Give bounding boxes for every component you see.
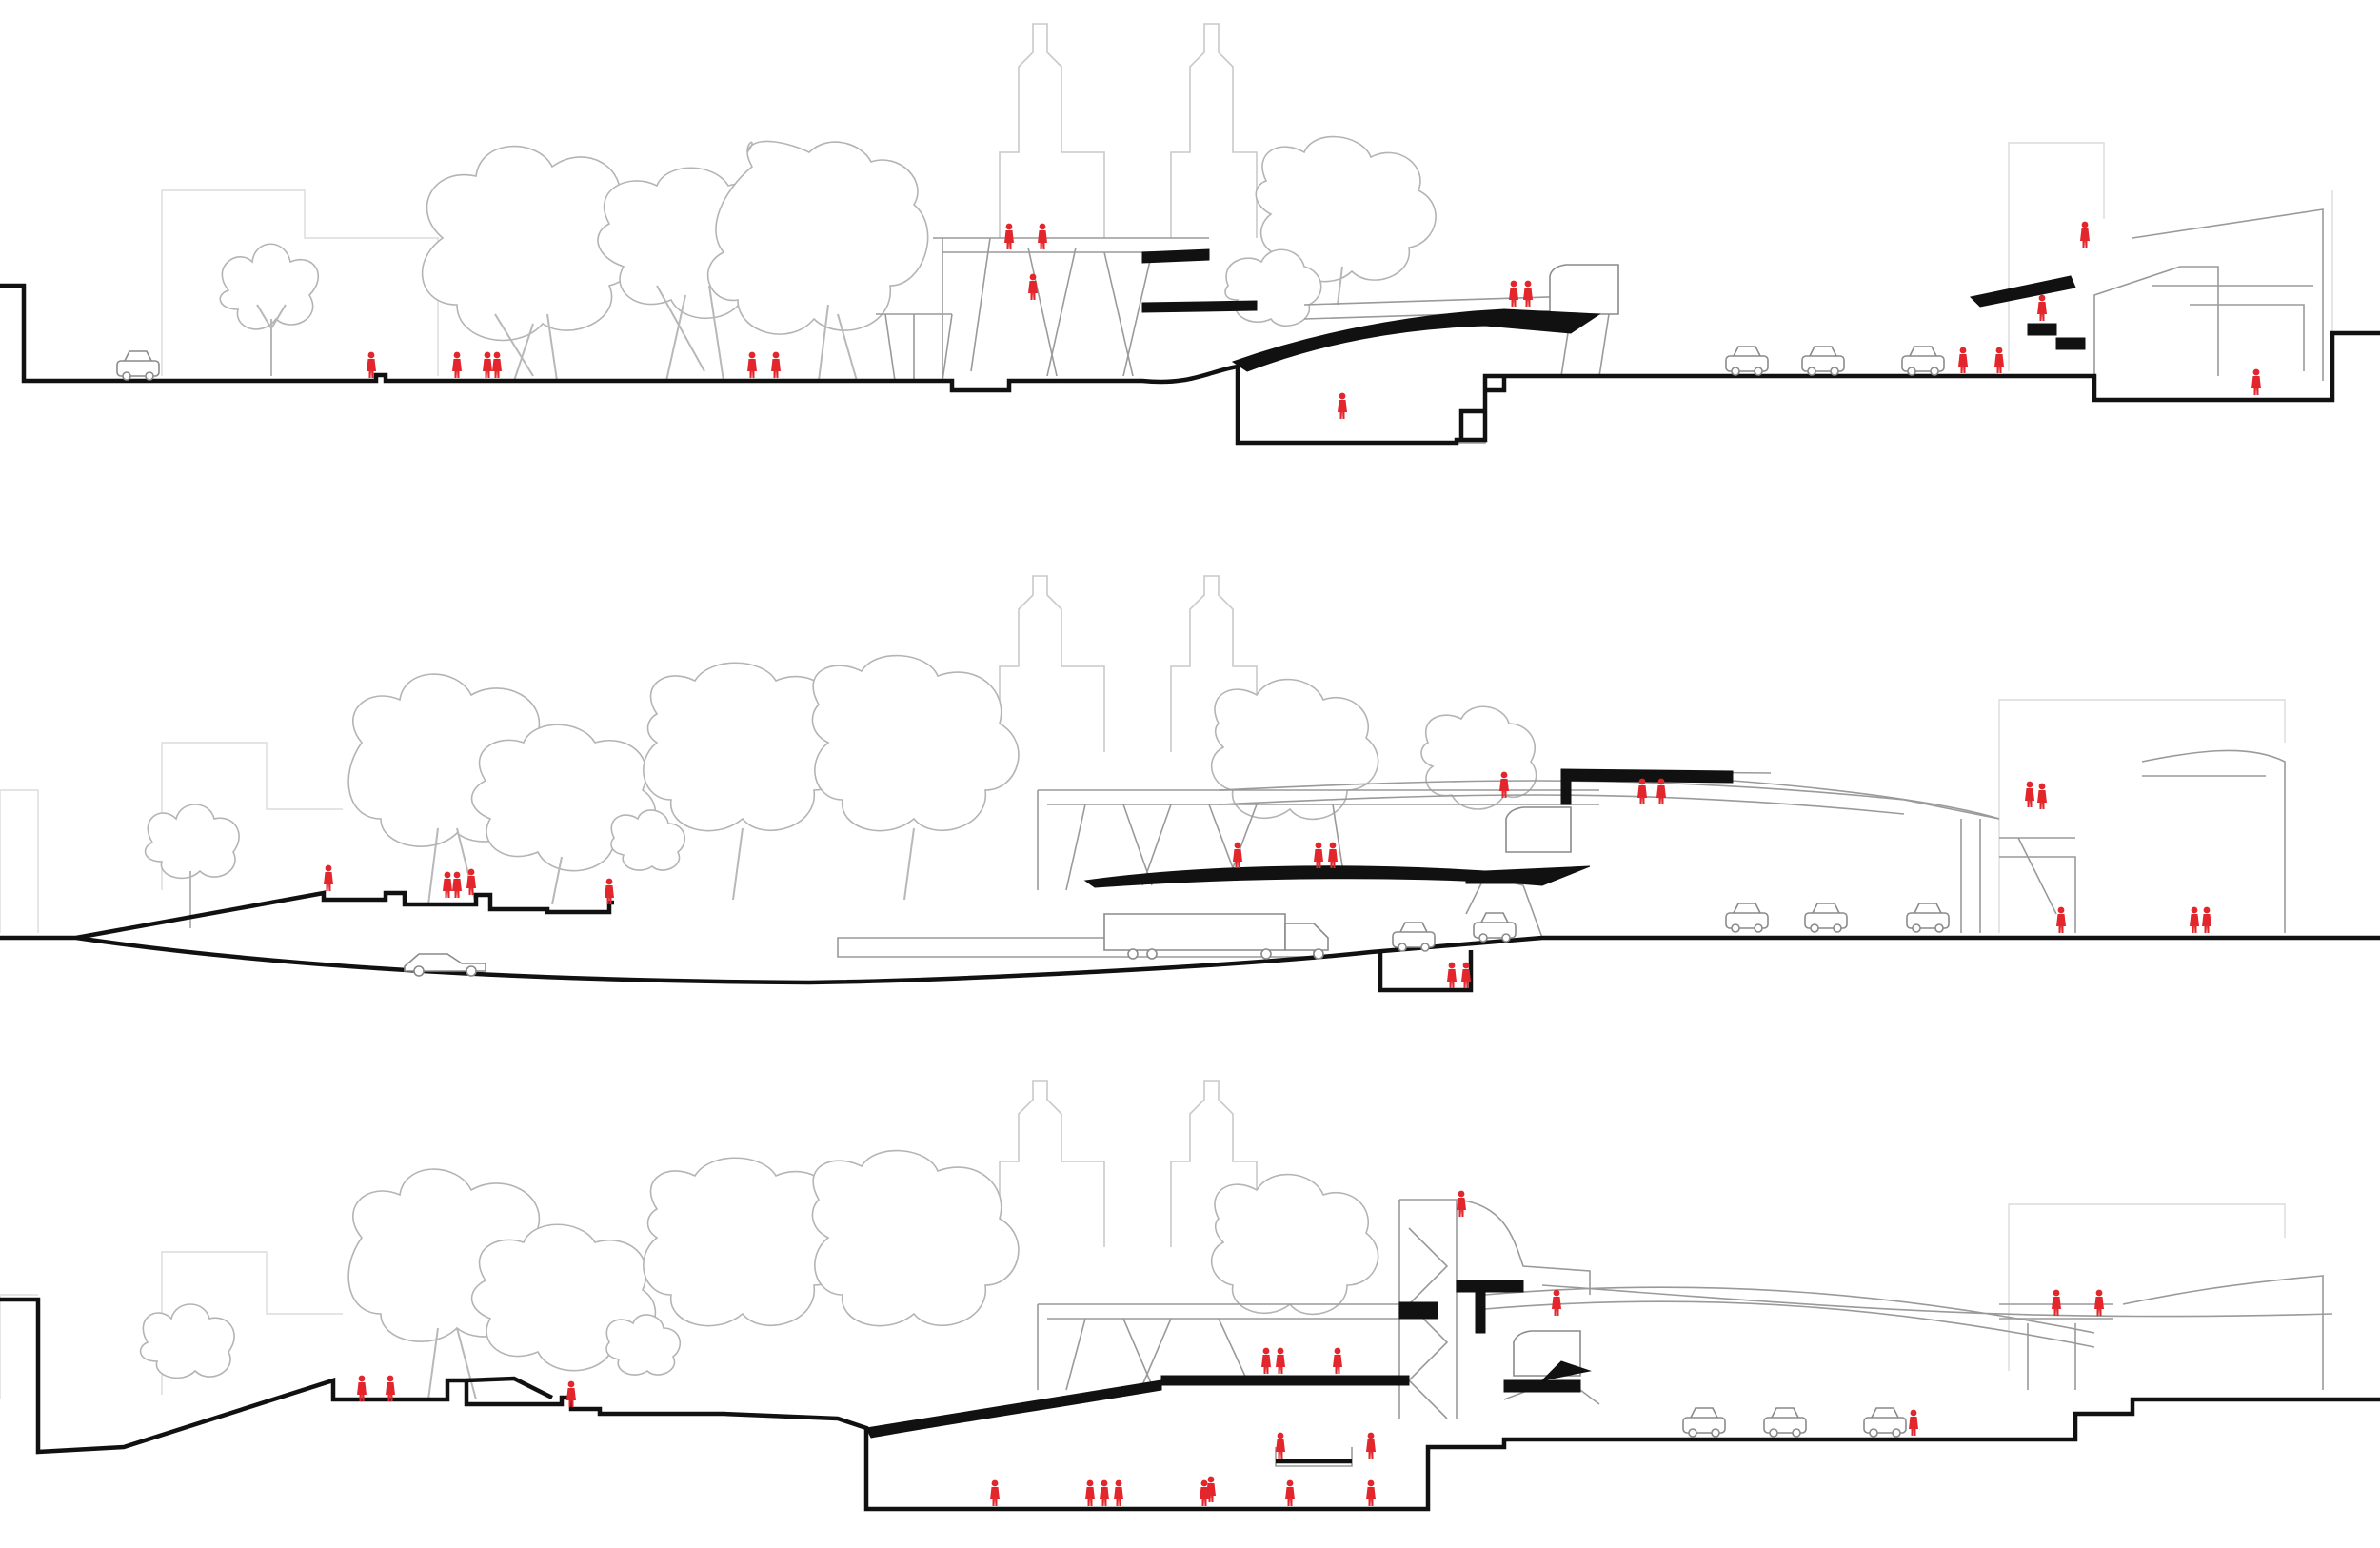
section-2-slabs xyxy=(1083,768,1734,888)
section-3 xyxy=(0,1080,2380,1512)
section-2-trees xyxy=(144,654,1537,928)
section-1-ground-line xyxy=(0,283,2380,446)
section-1-structures xyxy=(876,208,2324,444)
section-3-vehicles xyxy=(1682,1407,1907,1438)
section-1-slabs xyxy=(1141,248,2086,372)
section-3-trees xyxy=(139,1149,1379,1400)
section-2-vehicles xyxy=(404,903,1950,977)
section-2 xyxy=(0,575,2380,993)
section-2-ground-line xyxy=(0,890,2380,993)
section-3-slabs xyxy=(865,1280,1592,1439)
section-2-background-buildings xyxy=(0,575,2286,933)
section-1-trees xyxy=(219,135,1437,382)
section-3-background-buildings xyxy=(0,1080,2286,1399)
section-2-structures xyxy=(837,749,2286,958)
section-1 xyxy=(0,23,2380,446)
section-3-ground-line xyxy=(0,1297,2380,1512)
